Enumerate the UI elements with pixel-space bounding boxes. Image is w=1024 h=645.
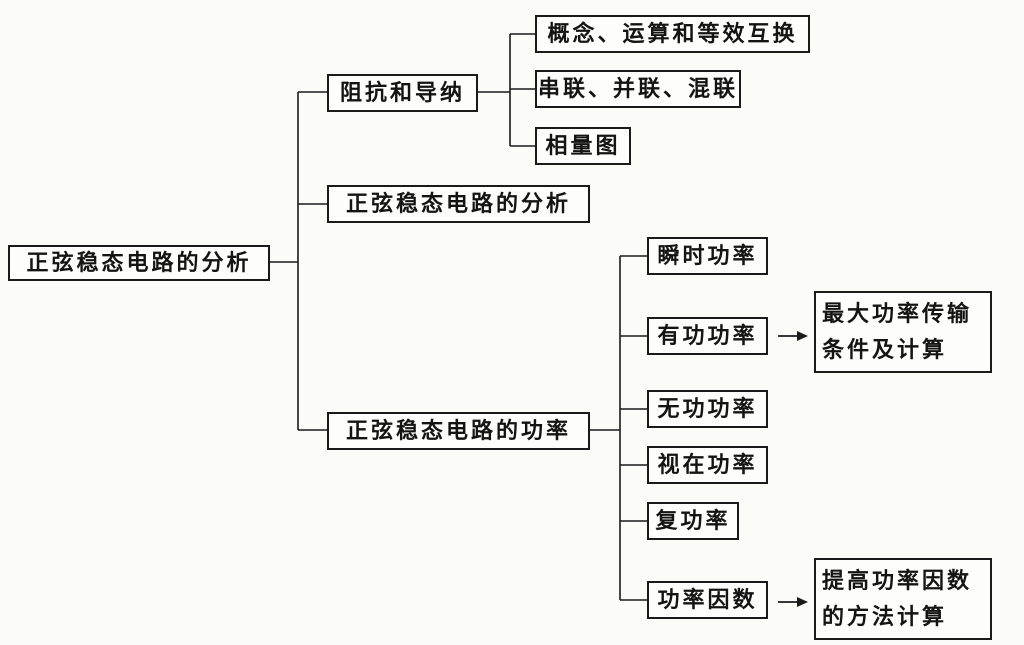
arrow-to-max-power-note bbox=[778, 331, 808, 341]
instantaneous-power-node: 瞬时功率 bbox=[647, 237, 768, 275]
power-factor-improvement-note: 提高功率因数 的方法计算 bbox=[814, 558, 992, 640]
impedance-admittance-node: 阻抗和导纳 bbox=[327, 74, 478, 112]
series-parallel-node: 串联、并联、混联 bbox=[535, 70, 741, 108]
steady-state-power-node: 正弦稳态电路的功率 bbox=[327, 412, 590, 450]
phasor-diagram-node: 相量图 bbox=[535, 127, 631, 165]
max-power-note-line-1: 最大功率传输 bbox=[822, 301, 973, 327]
reactive-power-node: 无功功率 bbox=[647, 390, 768, 428]
complex-power-node: 复功率 bbox=[647, 502, 739, 540]
power-factor-node: 功率因数 bbox=[647, 581, 768, 619]
steady-state-analysis-node: 正弦稳态电路的分析 bbox=[327, 185, 590, 223]
impedance-concepts-node: 概念、运算和等效互换 bbox=[535, 15, 810, 53]
max-power-transfer-note: 最大功率传输 条件及计算 bbox=[814, 291, 992, 373]
power-factor-note-line-2: 的方法计算 bbox=[822, 604, 948, 630]
active-power-node: 有功功率 bbox=[647, 317, 768, 355]
power-factor-note-line-1: 提高功率因数 bbox=[822, 568, 973, 594]
arrow-to-power-factor-note bbox=[778, 597, 808, 607]
apparent-power-node: 视在功率 bbox=[647, 446, 768, 484]
max-power-note-line-2: 条件及计算 bbox=[822, 337, 948, 363]
root-node: 正弦稳态电路的分析 bbox=[8, 245, 270, 281]
